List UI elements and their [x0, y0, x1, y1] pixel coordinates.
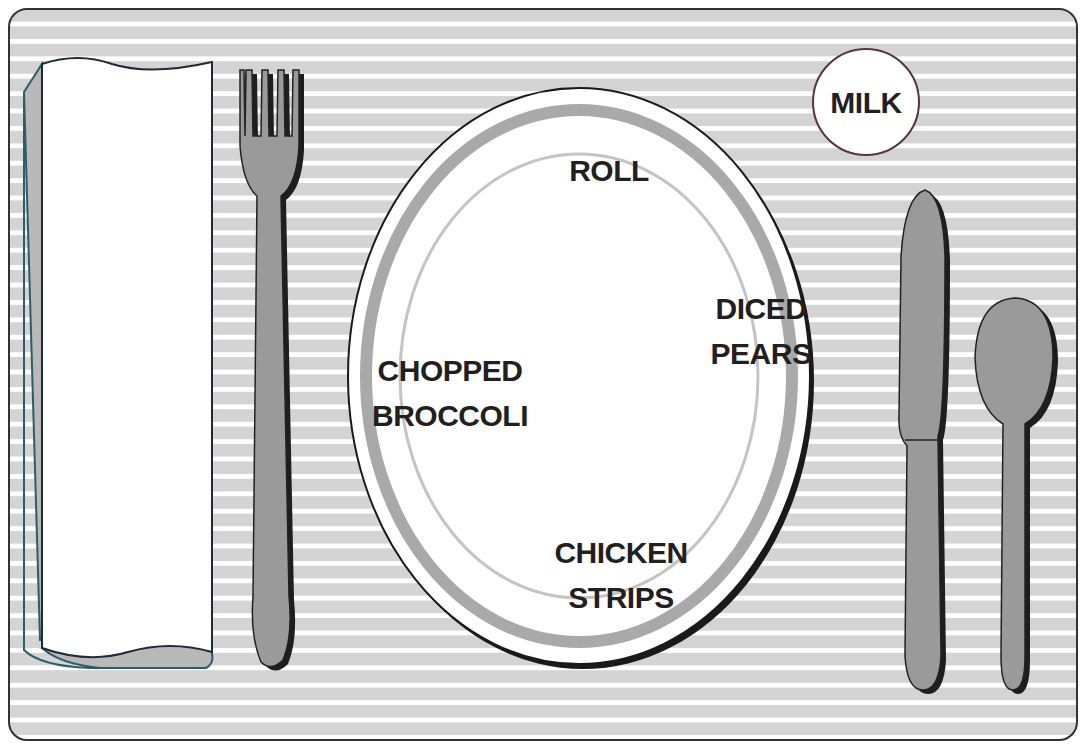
- knife-bolster: [905, 439, 940, 441]
- knife: [899, 190, 950, 694]
- food-label: ROLL: [524, 148, 694, 193]
- spoon-body: [975, 298, 1053, 690]
- fork-body: [240, 70, 299, 667]
- food-label: DICED PEARS: [686, 286, 836, 376]
- plate: ROLLDICED PEARSCHOPPED BROCCOLICHICKEN S…: [346, 86, 812, 666]
- spoon: [975, 298, 1058, 694]
- napkin: [42, 58, 212, 657]
- placemat: [9, 9, 1077, 740]
- food-label: CHOPPED BROCCOLI: [350, 348, 550, 438]
- fork: [240, 70, 304, 671]
- knife-body: [899, 190, 945, 690]
- food-label: CHICKEN STRIPS: [531, 530, 711, 620]
- food-label: MILK: [811, 80, 921, 125]
- milk-glass: MILK: [811, 47, 921, 157]
- plate-rim: [348, 88, 810, 664]
